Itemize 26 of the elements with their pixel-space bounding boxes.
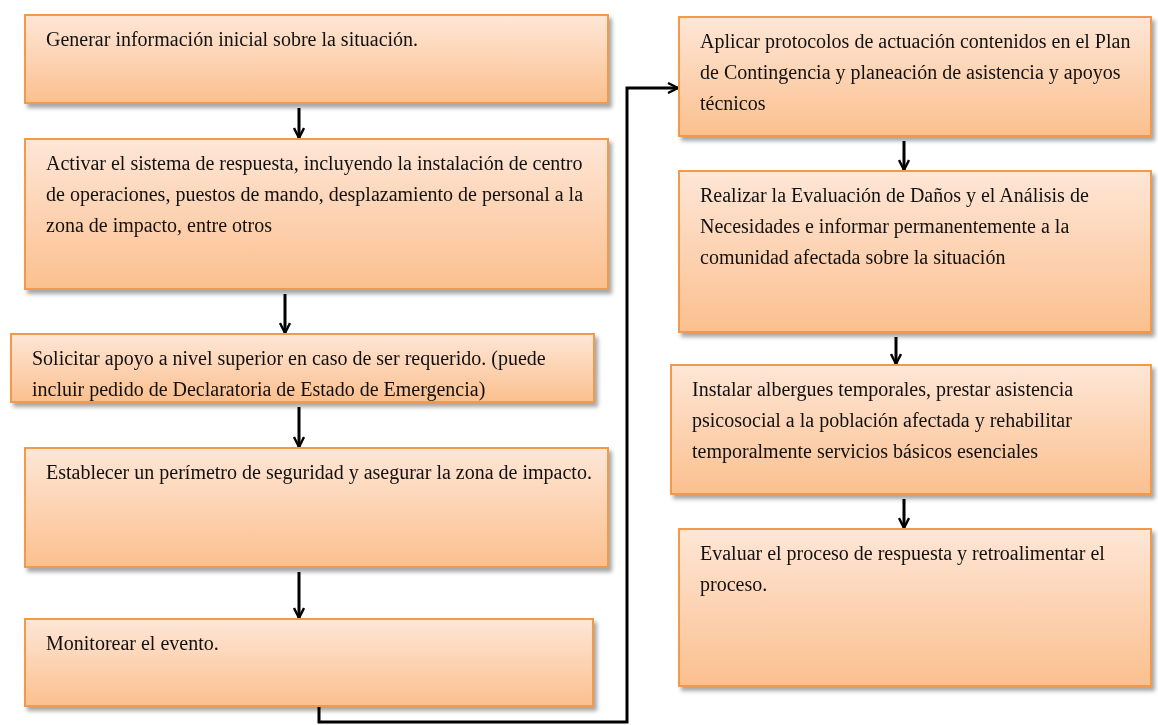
process-box <box>24 14 609 104</box>
arrow <box>278 294 292 335</box>
process-box <box>24 138 609 290</box>
step-text: Establecer un perímetro de seguridad y asegurar la zona de impacto. <box>46 460 593 486</box>
process-box <box>10 333 595 403</box>
arrow <box>317 81 680 724</box>
process-box <box>678 170 1152 333</box>
arrow <box>292 572 306 620</box>
step-text: Instalar albergues temporales, prestar asistencia psicosocial a la población afectada y rehabilitar temporalmente servicios básicos esenciales <box>692 377 1075 465</box>
process-box <box>678 16 1152 137</box>
step-text: Generar información inicial sobre la situación. <box>46 27 420 52</box>
step-text: Aplicar protocolos de actuación contenidos en el Plan de Contingencia y planeación de asistencia y apoyos técnicos <box>700 29 1132 116</box>
step-text: Activar el sistema de respuesta, incluyendo la instalación de centro de operaciones, puestos de mando, desplazamiento de personal a la zona de impacto, entre otros <box>46 151 585 239</box>
step-text: Realizar la Evaluación de Daños y el Análisis de Necesidades e informar permanentemente a la comunidad afectada sobre la situación <box>700 183 1090 270</box>
arrow <box>292 407 306 449</box>
step-text: Monitorear el evento. <box>46 631 220 656</box>
process-box <box>678 528 1152 687</box>
arrow <box>897 141 911 172</box>
step-text: Solicitar apoyo a nivel superior en caso de ser requerido. (puede incluir pedido de Declaratoria de Estado de Emergencia) <box>32 346 547 403</box>
process-box <box>24 618 594 707</box>
process-box <box>24 447 609 568</box>
step-text: Evaluar el proceso de respuesta y retroalimentar el proceso. <box>700 541 1106 598</box>
process-box <box>670 364 1152 495</box>
arrow <box>292 108 306 140</box>
arrow <box>897 499 911 530</box>
arrow <box>889 337 903 366</box>
